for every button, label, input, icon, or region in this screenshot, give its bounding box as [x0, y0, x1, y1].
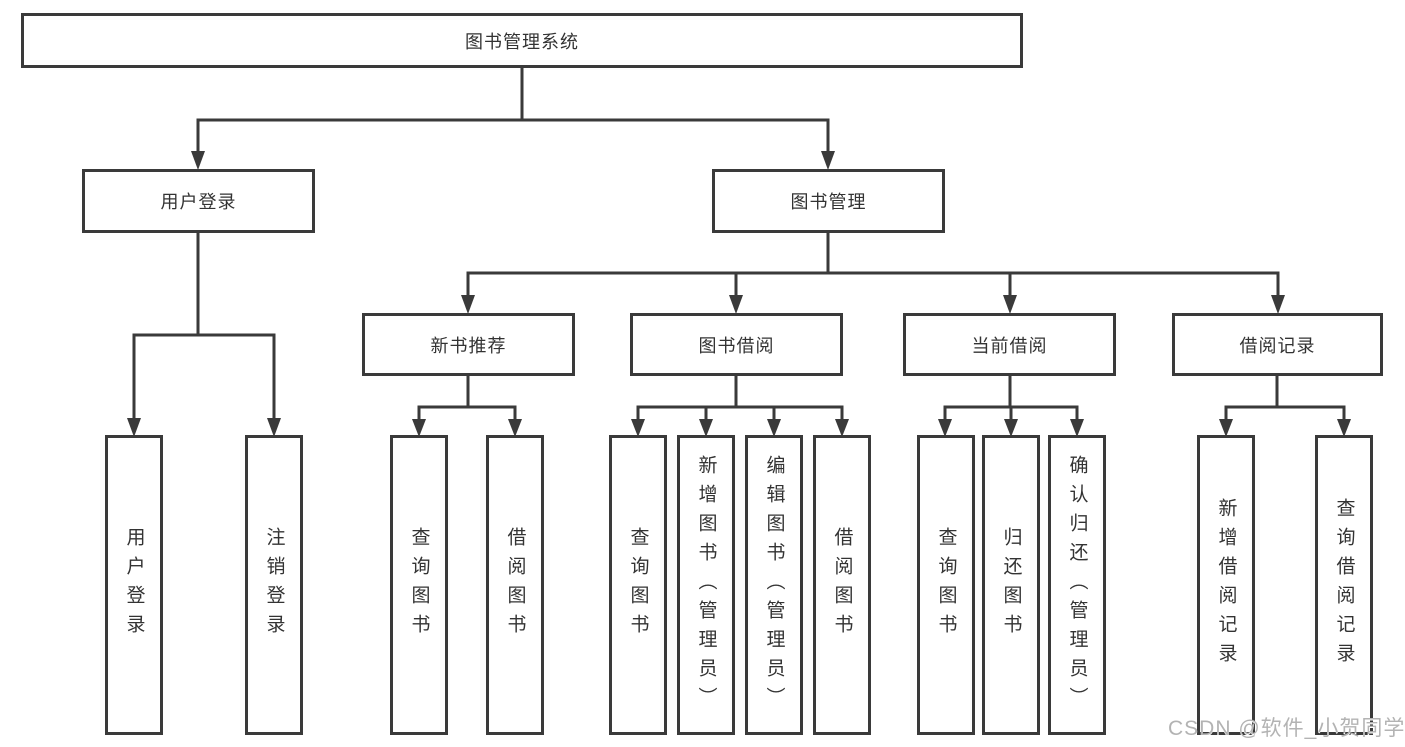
node-current-borrowing: 当前借阅 — [903, 313, 1116, 376]
leaf-logout-login: 注销登录 — [245, 435, 303, 735]
leaf-br-query-record: 查询借阅记录 — [1315, 435, 1373, 735]
watermark-text: CSDN @软件_小贺同学 — [1168, 717, 1405, 740]
leaf-cb-confirm-return-admin-label: 确认归还（管理员） — [1066, 454, 1088, 716]
leaf-bb-borrow-books-label: 借阅图书 — [831, 527, 853, 643]
leaf-bb-borrow-books: 借阅图书 — [813, 435, 871, 735]
node-root-system: 图书管理系统 — [21, 13, 1023, 68]
leaf-nb-borrow-books-label: 借阅图书 — [504, 527, 526, 643]
leaf-bb-edit-books-admin-label: 编辑图书（管理员） — [763, 454, 785, 716]
leaf-user-login: 用户登录 — [105, 435, 163, 735]
node-book-management: 图书管理 — [712, 169, 945, 233]
leaf-br-add-record-label: 新增借阅记录 — [1215, 498, 1237, 672]
leaf-bb-edit-books-admin: 编辑图书（管理员） — [745, 435, 803, 735]
node-borrowing-records: 借阅记录 — [1172, 313, 1383, 376]
leaf-nb-query-books-label: 查询图书 — [408, 527, 430, 643]
leaf-nb-query-books: 查询图书 — [390, 435, 448, 735]
leaf-br-query-record-label: 查询借阅记录 — [1333, 498, 1355, 672]
arrowheads — [127, 151, 1351, 437]
node-borrowing-records-label: 借阅记录 — [1239, 335, 1316, 356]
leaf-cb-return-books: 归还图书 — [982, 435, 1040, 735]
leaf-user-login-label: 用户登录 — [123, 527, 145, 643]
leaf-bb-query-books: 查询图书 — [609, 435, 667, 735]
leaf-nb-borrow-books: 借阅图书 — [486, 435, 544, 735]
node-user-login: 用户登录 — [82, 169, 315, 233]
leaf-cb-confirm-return-admin: 确认归还（管理员） — [1048, 435, 1106, 735]
leaf-cb-query-books-label: 查询图书 — [935, 527, 957, 643]
leaf-bb-query-books-label: 查询图书 — [627, 527, 649, 643]
node-book-borrowing: 图书借阅 — [630, 313, 843, 376]
leaf-cb-return-books-label: 归还图书 — [1000, 527, 1022, 643]
node-book-management-label: 图书管理 — [790, 192, 867, 212]
leaf-br-add-record: 新增借阅记录 — [1197, 435, 1255, 735]
leaf-logout-login-label: 注销登录 — [263, 527, 285, 643]
node-root-label: 图书管理系统 — [465, 31, 579, 52]
node-current-borrowing-label: 当前借阅 — [971, 335, 1048, 356]
leaf-bb-add-books-admin-label: 新增图书（管理员） — [695, 454, 717, 716]
node-book-borrowing-label: 图书借阅 — [698, 335, 775, 356]
node-user-login-label: 用户登录 — [160, 192, 237, 212]
node-new-book-recommend: 新书推荐 — [362, 313, 575, 376]
node-new-book-recommend-label: 新书推荐 — [430, 335, 507, 356]
leaf-bb-add-books-admin: 新增图书（管理员） — [677, 435, 735, 735]
leaf-cb-query-books: 查询图书 — [917, 435, 975, 735]
